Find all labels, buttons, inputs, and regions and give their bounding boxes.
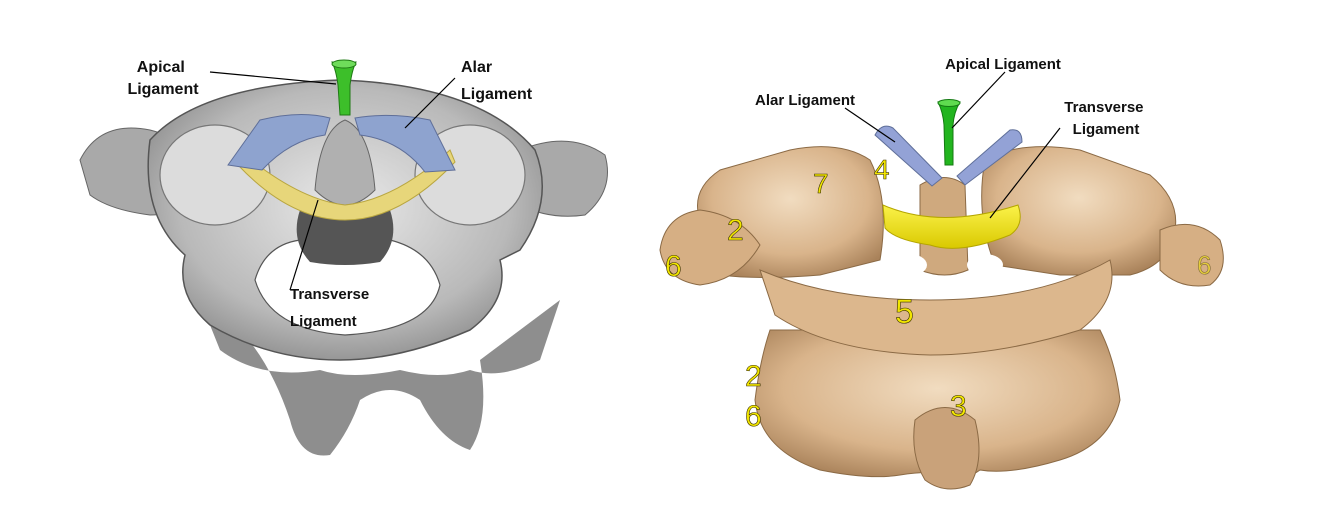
right-foramen-left	[883, 253, 927, 277]
marker-4: 4	[874, 154, 890, 185]
right-transverse-label-line2: Ligament	[1073, 121, 1140, 138]
right-transverse-process-right	[1160, 224, 1223, 286]
right-apical-ligament-top	[938, 100, 960, 107]
left-apical-label-line2: Ligament	[127, 81, 199, 98]
left-apical-label: Apical Ligament	[127, 59, 199, 98]
right-foramen-right	[967, 254, 1003, 276]
right-apical-leader	[952, 72, 1005, 128]
left-transverse-label-line1: Transverse	[290, 286, 369, 303]
left-alar-label-line1: Alar	[461, 59, 492, 76]
marker-6-lower: 6	[745, 400, 762, 433]
right-spinous-process	[914, 408, 979, 490]
right-transverse-label: Transverse Ligament	[1064, 99, 1147, 138]
marker-2-upper: 2	[727, 214, 744, 247]
right-alar-leader	[845, 108, 895, 142]
right-apical-ligament	[938, 102, 960, 165]
left-alar-label-line2: Ligament	[461, 86, 533, 103]
marker-2-lower: 2	[745, 360, 762, 393]
right-alar-label: Alar Ligament	[755, 92, 855, 109]
marker-3: 3	[950, 390, 967, 423]
left-alar-label: Alar Ligament	[461, 59, 533, 103]
marker-7: 7	[813, 168, 829, 199]
left-atlas-illustration	[80, 60, 608, 456]
right-transverse-label-line1: Transverse	[1064, 99, 1143, 116]
right-apical-label: Apical Ligament	[945, 56, 1061, 73]
left-transverse-label-line2: Ligament	[290, 313, 357, 330]
marker-5: 5	[895, 293, 914, 331]
left-apical-leader	[210, 72, 336, 84]
left-apical-ligament-top	[332, 60, 356, 68]
left-apical-label-line1: Apical	[137, 59, 185, 76]
marker-6-upper: 6	[665, 250, 682, 283]
marker-6-right: 6	[1197, 250, 1211, 280]
